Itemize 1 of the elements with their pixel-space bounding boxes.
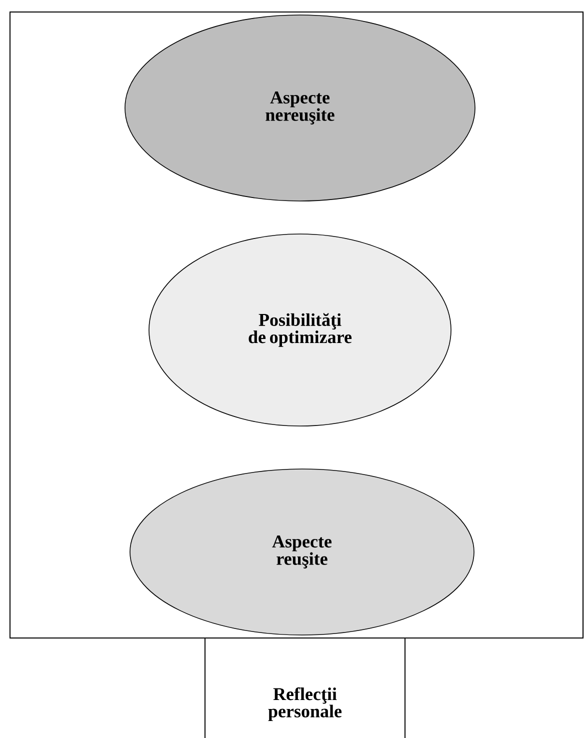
text-box: Reflecţii personale [204, 638, 406, 738]
